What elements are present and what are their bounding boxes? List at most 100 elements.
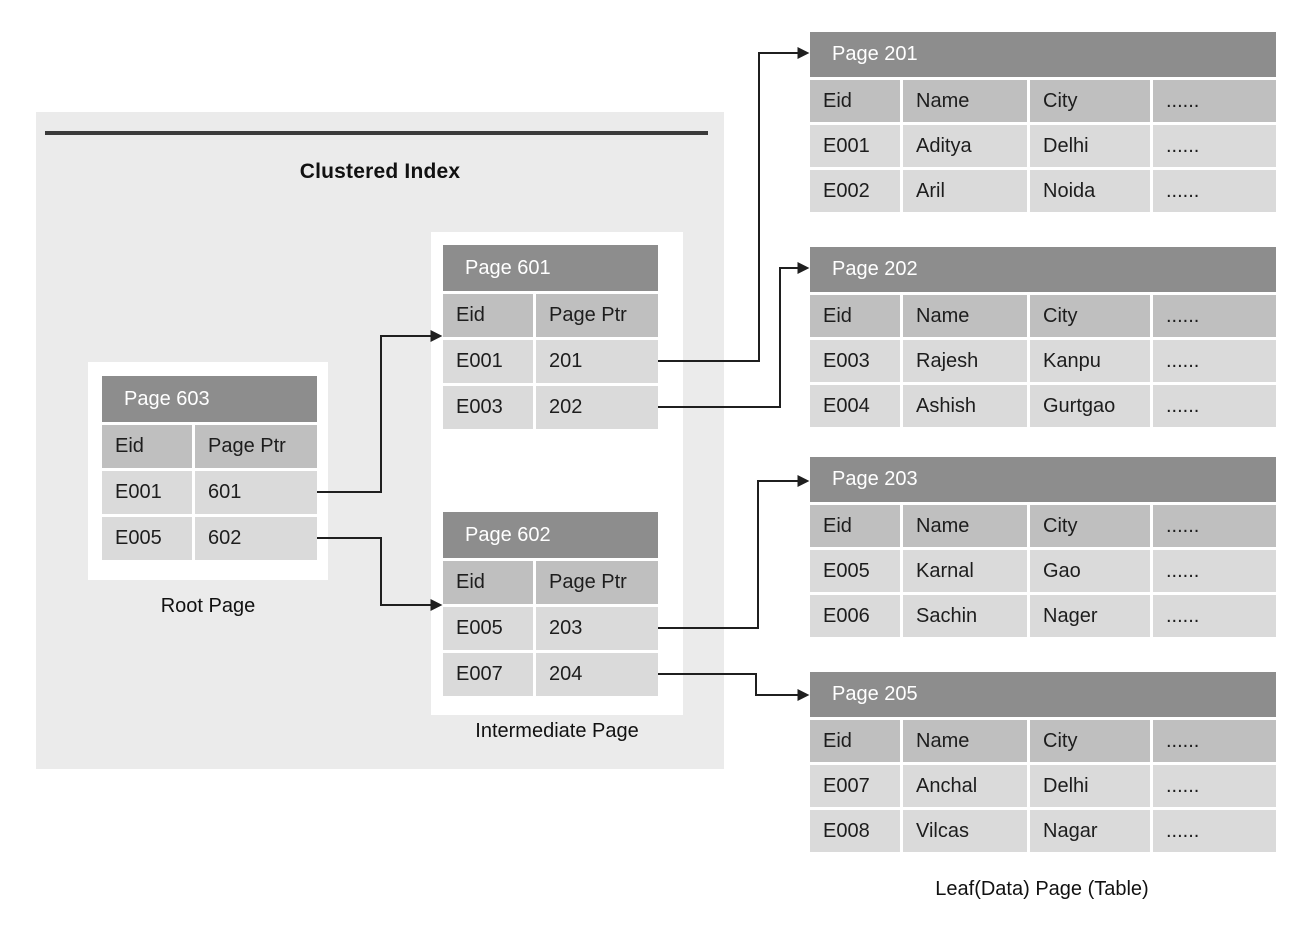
table-header-row: Eid Name City ...... [810, 295, 1276, 337]
table-cell: ...... [1153, 810, 1276, 852]
table-cell: Aril [903, 170, 1027, 212]
table-header-row: Eid Name City ...... [810, 505, 1276, 547]
table-cell: E006 [810, 595, 900, 637]
table-title-bar: Page 201 [810, 32, 1276, 77]
table-cell: Ashish [903, 385, 1027, 427]
table-cell: E007 [443, 653, 533, 696]
column-header: Eid [810, 720, 900, 762]
table-page-201: Page 201 Eid Name City ...... E001 Adity… [810, 32, 1276, 212]
column-header: ...... [1153, 505, 1276, 547]
table-cell: Kanpu [1030, 340, 1150, 382]
table-cell: E003 [810, 340, 900, 382]
column-header: Name [903, 295, 1027, 337]
table-cell: 201 [536, 340, 658, 383]
table-header-row: Eid Page Ptr [443, 294, 658, 337]
table-cell: Anchal [903, 765, 1027, 807]
table-row: E003 202 [443, 386, 658, 429]
table-row: E004 Ashish Gurtgao ...... [810, 385, 1276, 427]
column-header: Eid [102, 425, 192, 468]
column-header: Eid [443, 294, 533, 337]
table-row: E005 203 [443, 607, 658, 650]
table-row: E001 201 [443, 340, 658, 383]
table-cell: ...... [1153, 595, 1276, 637]
table-page-601: Page 601 Eid Page Ptr E001 201 E003 202 [443, 245, 658, 429]
table-header-row: Eid Page Ptr [443, 561, 658, 604]
table-cell: E002 [810, 170, 900, 212]
table-title-bar: Page 202 [810, 247, 1276, 292]
table-cell: E007 [810, 765, 900, 807]
table-page-603: Page 603 Eid Page Ptr E001 601 E005 602 [102, 376, 317, 560]
table-cell: E001 [102, 471, 192, 514]
table-cell: Nager [1030, 595, 1150, 637]
column-header: Name [903, 720, 1027, 762]
table-row: E002 Aril Noida ...... [810, 170, 1276, 212]
table-cell: Rajesh [903, 340, 1027, 382]
column-header: City [1030, 505, 1150, 547]
table-row: E006 Sachin Nager ...... [810, 595, 1276, 637]
table-cell: ...... [1153, 385, 1276, 427]
column-header: Eid [810, 295, 900, 337]
table-cell: E003 [443, 386, 533, 429]
table-header-row: Eid Name City ...... [810, 80, 1276, 122]
table-row: E005 602 [102, 517, 317, 560]
table-cell: 601 [195, 471, 317, 514]
table-title-bar: Page 205 [810, 672, 1276, 717]
table-cell: E005 [810, 550, 900, 592]
table-page-203: Page 203 Eid Name City ...... E005 Karna… [810, 457, 1276, 637]
column-header: Eid [810, 505, 900, 547]
table-cell: Nagar [1030, 810, 1150, 852]
table-cell: Karnal [903, 550, 1027, 592]
column-header: Eid [443, 561, 533, 604]
table-row: E008 Vilcas Nagar ...... [810, 810, 1276, 852]
diagram-title: Clustered Index [299, 160, 461, 183]
table-cell: Aditya [903, 125, 1027, 167]
root-page-label: Root Page [160, 595, 256, 617]
table-row: E005 Karnal Gao ...... [810, 550, 1276, 592]
table-header-row: Eid Name City ...... [810, 720, 1276, 762]
table-cell: ...... [1153, 170, 1276, 212]
table-cell: ...... [1153, 765, 1276, 807]
table-cell: E005 [102, 517, 192, 560]
table-cell: E005 [443, 607, 533, 650]
intermediate-page-label: Intermediate Page [475, 720, 639, 742]
table-page-202: Page 202 Eid Name City ...... E003 Rajes… [810, 247, 1276, 427]
table-cell: Noida [1030, 170, 1150, 212]
table-row: E007 204 [443, 653, 658, 696]
table-cell: 202 [536, 386, 658, 429]
table-cell: Gao [1030, 550, 1150, 592]
table-cell: 602 [195, 517, 317, 560]
column-header: Name [903, 80, 1027, 122]
column-header: ...... [1153, 295, 1276, 337]
table-cell: Sachin [903, 595, 1027, 637]
column-header: Eid [810, 80, 900, 122]
table-cell: E004 [810, 385, 900, 427]
table-cell: ...... [1153, 340, 1276, 382]
table-row: E007 Anchal Delhi ...... [810, 765, 1276, 807]
table-title-bar: Page 601 [443, 245, 658, 291]
table-cell: E001 [443, 340, 533, 383]
column-header: ...... [1153, 80, 1276, 122]
table-page-602: Page 602 Eid Page Ptr E005 203 E007 204 [443, 512, 658, 696]
table-title-bar: Page 603 [102, 376, 317, 422]
table-cell: 203 [536, 607, 658, 650]
leaf-page-label: Leaf(Data) Page (Table) [935, 878, 1149, 900]
table-cell: Gurtgao [1030, 385, 1150, 427]
divider-line [45, 131, 708, 135]
column-header: City [1030, 80, 1150, 122]
column-header: ...... [1153, 720, 1276, 762]
table-page-205: Page 205 Eid Name City ...... E007 Ancha… [810, 672, 1276, 852]
table-cell: Delhi [1030, 765, 1150, 807]
table-cell: ...... [1153, 550, 1276, 592]
table-cell: ...... [1153, 125, 1276, 167]
table-row: E001 Aditya Delhi ...... [810, 125, 1276, 167]
table-header-row: Eid Page Ptr [102, 425, 317, 468]
column-header: Page Ptr [536, 294, 658, 337]
table-title-bar: Page 602 [443, 512, 658, 558]
column-header: Name [903, 505, 1027, 547]
table-cell: 204 [536, 653, 658, 696]
table-row: E001 601 [102, 471, 317, 514]
table-row: E003 Rajesh Kanpu ...... [810, 340, 1276, 382]
column-header: Page Ptr [195, 425, 317, 468]
table-cell: E008 [810, 810, 900, 852]
